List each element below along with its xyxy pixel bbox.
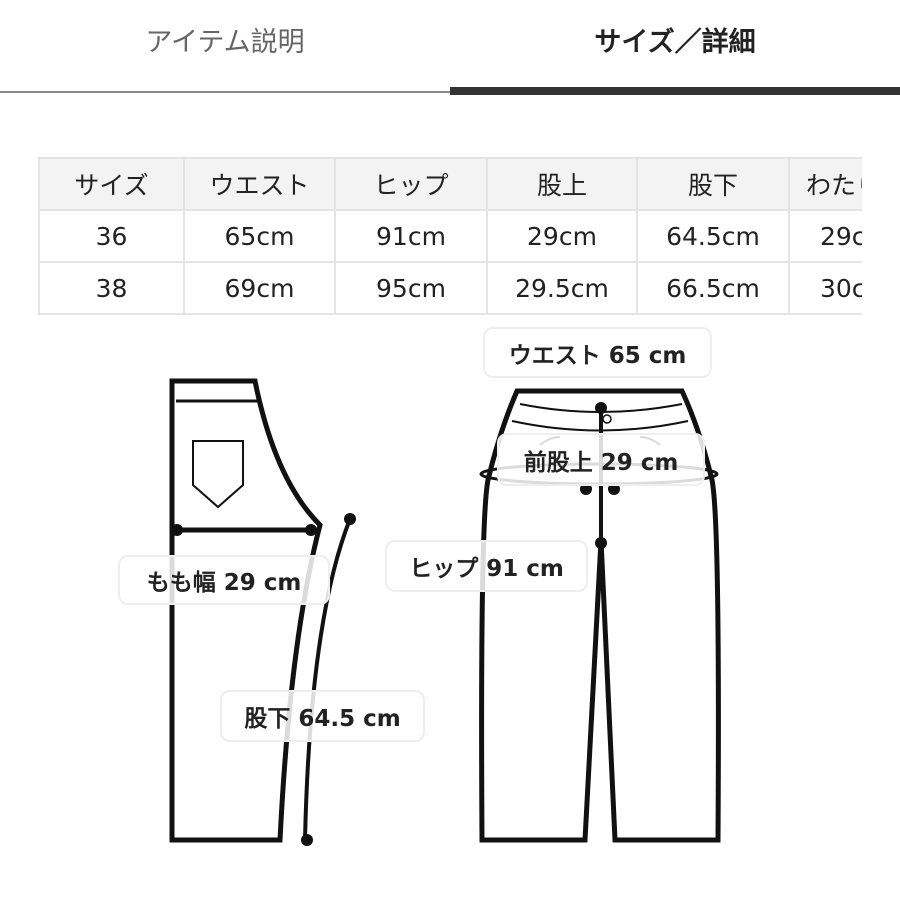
table-cell: 91cm	[334, 209, 488, 263]
header-cell: 股下	[636, 157, 790, 211]
table-cell: 29cm	[788, 209, 862, 263]
tab-underline	[0, 91, 450, 93]
waist-label: ウエスト 65 cm	[483, 327, 712, 378]
table-cell: 65cm	[183, 209, 336, 263]
table-header-row: サイズ ウエスト ヒップ 股上 股下 わたり	[38, 157, 862, 211]
table-cell: 95cm	[334, 261, 488, 315]
header-cell: ヒップ	[334, 157, 488, 211]
table-row: 36 65cm 91cm 29cm 64.5cm 29cm	[38, 209, 862, 263]
table-cell: 64.5cm	[636, 209, 790, 263]
table-row: 38 69cm 95cm 29.5cm 66.5cm 30cm	[38, 261, 862, 315]
front-rise-label: 前股上 29 cm	[497, 433, 705, 486]
table-cell: 29.5cm	[486, 261, 638, 315]
tab-item-description[interactable]: アイテム説明	[0, 0, 450, 92]
table-cell: 29cm	[486, 209, 638, 263]
tab-size-details[interactable]: サイズ／詳細	[450, 0, 900, 92]
table-cell: 69cm	[183, 261, 336, 315]
size-table: サイズ ウエスト ヒップ 股上 股下 わたり 36 65cm 91cm 29cm…	[38, 157, 862, 315]
inseam-label: 股下 64.5 cm	[220, 690, 425, 742]
header-cell: サイズ	[38, 157, 185, 211]
table-cell: 36	[38, 209, 185, 263]
side-view-pants	[169, 378, 356, 846]
table-cell: 30cm	[788, 261, 862, 315]
tab-label: サイズ／詳細	[594, 26, 756, 58]
tab-label: アイテム説明	[145, 26, 305, 58]
thigh-width-label: もも幅 29 cm	[118, 555, 330, 605]
table-cell: 66.5cm	[636, 261, 790, 315]
active-tab-indicator	[450, 87, 900, 95]
header-cell: ウエスト	[183, 157, 336, 211]
header-cell: わたり	[788, 157, 862, 211]
table-cell: 38	[38, 261, 185, 315]
hip-label: ヒップ 91 cm	[385, 540, 588, 592]
header-cell: 股上	[486, 157, 638, 211]
